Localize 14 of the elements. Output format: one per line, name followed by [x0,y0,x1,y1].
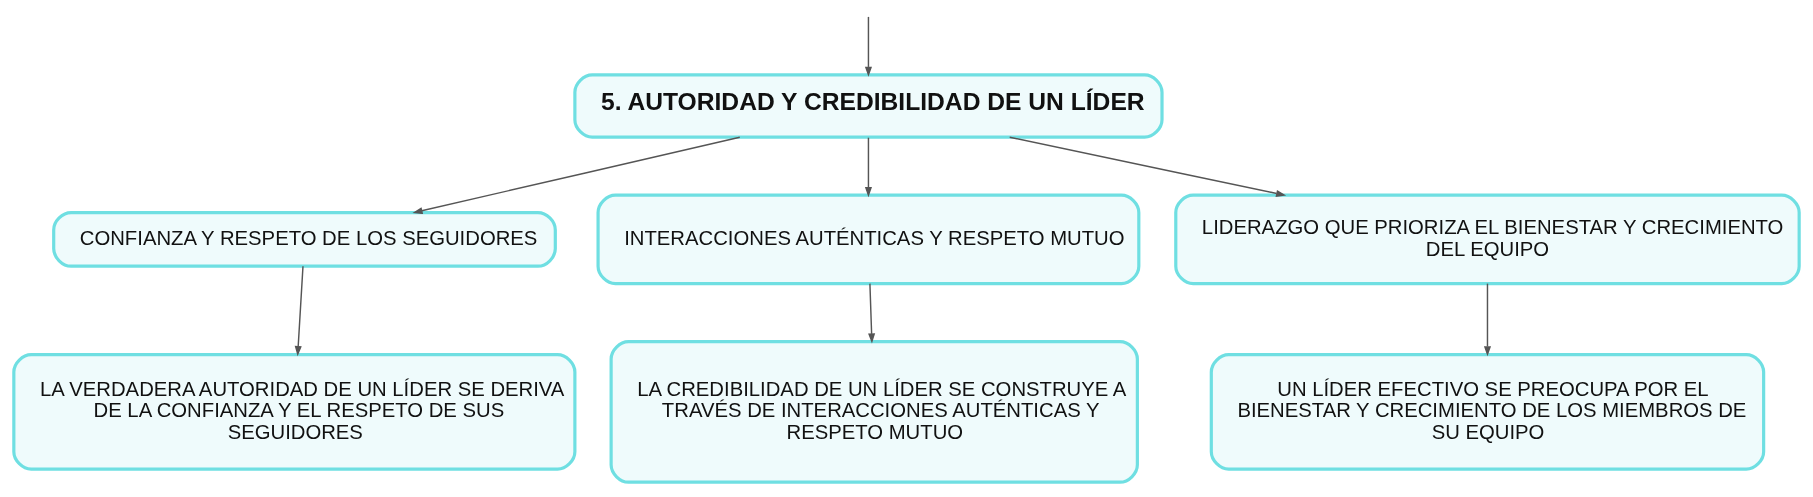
arrow [1008,136,1287,197]
arrow [864,136,872,197]
node-box: UN LÍDER EFECTIVO SE PREOCUPA POR EL BIENESTAR Y CRECIMIENTO DE LOS MIEMBROS DE SU EQUIPO [1209,352,1766,471]
node-box: 5. AUTORIDAD Y CREDIBILIDAD DE UN LÍDER [573,72,1164,139]
arrow [294,265,304,356]
node-box: INTERACCIONES AUTÉNTICAS Y RESPETO MUTUO [596,193,1141,285]
arrow [1483,282,1492,356]
node-box: CONFIANZA Y RESPETO DE LOS SEGUIDORES [52,210,557,268]
arrow [864,15,872,77]
arrow [868,282,876,343]
node-box: LIDERAZGO QUE PRIORIZA EL BIENESTAR Y CRECIMIENTO DEL EQUIPO [1174,193,1801,285]
node-box: LA CREDIBILIDAD DE UN LÍDER SE CONSTRUYE A TRAVÉS DE INTERACCIONES AUTÉNTICAS Y RESPETO MUTUO [609,339,1139,484]
arrow [412,136,741,214]
node-box: LA VERDADERA AUTORIDAD DE UN LÍDER SE DERIVA DE LA CONFIANZA Y EL RESPETO DE SUS SEGUIDORES [12,352,577,471]
